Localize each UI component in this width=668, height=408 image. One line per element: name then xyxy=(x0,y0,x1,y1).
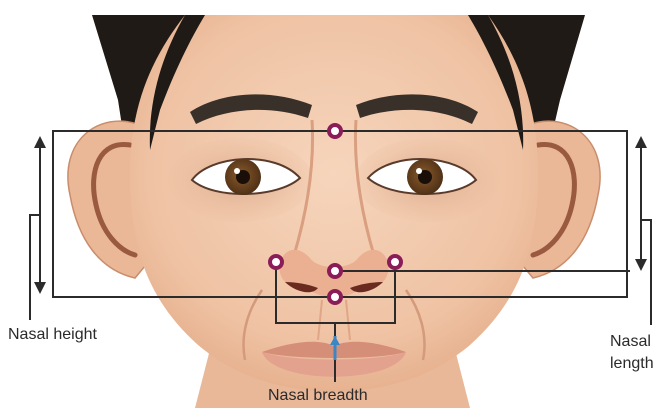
nasal-height-arrow-top xyxy=(34,136,46,148)
nasal-length-arrow-top xyxy=(635,136,647,148)
nasal-height-arrow-bottom xyxy=(34,282,46,294)
landmark-nasion xyxy=(329,125,341,137)
landmark-right-alare xyxy=(389,256,401,268)
left-eye-glint xyxy=(234,168,240,174)
nasal-breadth-label: Nasal breadth xyxy=(268,386,368,405)
nasal-height-connector xyxy=(30,215,40,320)
nasal-length-connector xyxy=(641,220,651,325)
landmark-left-alare xyxy=(270,256,282,268)
nasal-length-arrow-bottom xyxy=(635,259,647,271)
nasal-length-label: Nasal length xyxy=(610,331,654,375)
landmark-pronasale xyxy=(329,265,341,277)
landmark-subnasale xyxy=(329,291,341,303)
nasal-length-label-line2: length xyxy=(610,353,654,375)
nasal-length-label-line1: Nasal xyxy=(610,331,654,353)
nasal-height-label: Nasal height xyxy=(8,325,97,344)
right-eye-glint xyxy=(416,168,422,174)
